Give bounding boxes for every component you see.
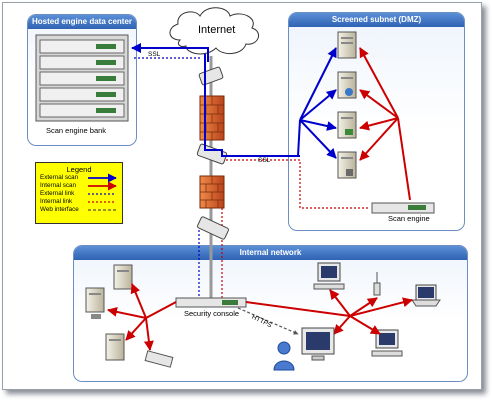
ssl-label-mid: SSL <box>258 157 271 164</box>
external-scan-arrow <box>131 43 209 62</box>
web-interface-link <box>237 307 299 335</box>
security-console-label: Security console <box>184 309 240 318</box>
internal-network-zone: Internal network <box>73 245 468 382</box>
hub-icon <box>144 350 174 368</box>
internal-link-dmz <box>226 159 370 209</box>
internal-server-icon <box>85 287 105 319</box>
hosted-zone-title: Hosted engine data center <box>28 15 136 29</box>
laptop-icon <box>411 284 441 307</box>
internal-scan-right <box>245 289 413 335</box>
internet-label: Internet <box>198 24 236 36</box>
legend-item-label: Internal scan <box>40 182 77 189</box>
legend-item: External link <box>40 190 74 197</box>
internal-scan-left <box>107 283 177 351</box>
legend-item-label: Internal link <box>40 198 73 205</box>
legend-box: Legend External scan Internal scan Exter… <box>35 162 123 224</box>
workstation-icon <box>371 329 403 357</box>
legend-item: Internal link <box>40 198 72 205</box>
external-scan-path <box>204 54 300 157</box>
internal-zone-title: Internal network <box>74 246 467 260</box>
security-console-icon <box>175 297 247 308</box>
dmz-zone-title: Screened subnet (DMZ) <box>289 13 464 27</box>
legend-title: Legend <box>66 165 92 174</box>
external-scan-dmz <box>297 47 337 159</box>
dmz-server-icon <box>337 31 357 59</box>
router-icon <box>198 66 224 86</box>
legend-item: Web interface <box>40 206 79 213</box>
legend-item: Internal scan <box>40 182 76 189</box>
legend-item: External scan <box>40 174 78 181</box>
dmz-zone: Screened subnet (DMZ) <box>288 12 465 231</box>
scan-engine-bank-label: Scan engine bank <box>46 126 107 135</box>
internet-cloud-icon <box>169 7 260 55</box>
legend-item-label: External scan <box>40 174 79 181</box>
legend-swatches <box>88 173 117 211</box>
wireless-ap-icon <box>373 272 381 296</box>
workstation-icon <box>313 262 345 290</box>
scan-engine-label: Scan engine <box>388 214 430 223</box>
legend-item-label: External link <box>40 190 75 197</box>
internal-server-icon <box>105 333 125 361</box>
internal-server-icon <box>113 264 133 290</box>
admin-monitor-icon <box>301 327 335 361</box>
ssl-label-top: SSL <box>148 51 161 58</box>
dmz-server-icon <box>337 71 357 99</box>
firewall-icon <box>199 175 225 209</box>
dmz-server-icon <box>337 151 357 179</box>
internal-scan-dmz <box>359 47 411 201</box>
scan-engine-bank-icon <box>35 34 129 122</box>
firewall-icon <box>199 95 225 141</box>
switch-icon <box>197 216 229 240</box>
user-icon <box>273 341 295 371</box>
legend-item-label: Web interface <box>40 206 79 213</box>
dmz-scan-engine-icon <box>371 202 435 214</box>
dmz-server-icon <box>337 111 357 139</box>
